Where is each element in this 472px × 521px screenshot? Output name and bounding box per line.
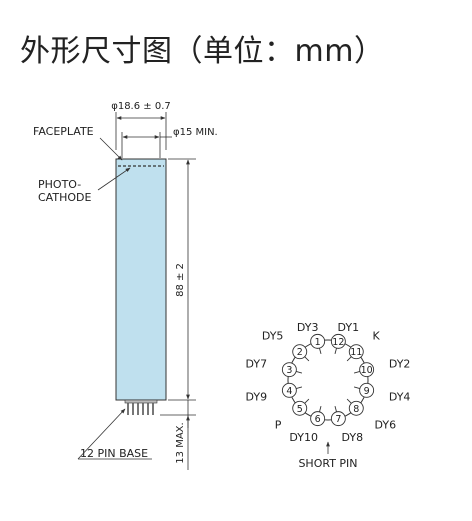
pin-label: DY3 xyxy=(297,321,319,334)
pin-circle xyxy=(348,400,364,416)
photocathode-label-1: PHOTO- xyxy=(38,178,81,191)
pin-label: DY10 xyxy=(289,431,318,444)
pin-lead xyxy=(353,371,360,374)
pin-number: 10 xyxy=(361,365,373,376)
pin-lead xyxy=(296,371,303,374)
pin-circle xyxy=(330,411,346,427)
pin-lead xyxy=(319,405,322,412)
tube-body xyxy=(115,158,167,401)
base-callout: 12 PIN BASE xyxy=(77,408,152,460)
pin-label: DY7 xyxy=(246,358,268,371)
pin-circle xyxy=(310,333,326,349)
pin-circle xyxy=(310,411,326,427)
pin-number: 9 xyxy=(364,386,370,397)
pin-lead xyxy=(346,356,352,362)
pin-number: 6 xyxy=(315,414,321,425)
pin-lead xyxy=(334,348,337,355)
pin-lead xyxy=(304,356,310,362)
pin-circle xyxy=(292,400,308,416)
pin-number: 4 xyxy=(286,386,292,397)
pin-lead xyxy=(304,398,310,404)
pin-number: 11 xyxy=(350,347,362,358)
pin-lead xyxy=(334,405,337,412)
pin-number: 5 xyxy=(297,404,303,415)
pin-number: 2 xyxy=(297,347,303,358)
pin-label: K xyxy=(373,329,381,342)
pin-label: DY5 xyxy=(262,329,284,342)
pin-circle xyxy=(359,362,375,378)
pin-label: DY8 xyxy=(342,431,364,444)
pin-lead xyxy=(319,348,322,355)
pin-circle xyxy=(281,362,297,378)
pin-label: DY1 xyxy=(338,321,360,334)
length-label: 88 ± 2 xyxy=(175,263,186,297)
pin-label: DY9 xyxy=(246,390,268,403)
pin-label: DY6 xyxy=(375,419,397,432)
pin-label: P xyxy=(275,419,282,432)
base-height-dimension: 13 MAX. xyxy=(160,400,196,470)
pin-lead xyxy=(353,386,360,389)
pin-number: 8 xyxy=(353,404,359,415)
pin-lead xyxy=(296,386,303,389)
short-pin-label: SHORT PIN xyxy=(298,457,357,470)
min-diameter-dimension: φ15 MIN. xyxy=(121,127,218,158)
pin-circle xyxy=(292,344,308,360)
pin-number: 12 xyxy=(332,337,344,348)
pin-number: 3 xyxy=(286,365,292,376)
base-height-label: 13 MAX. xyxy=(175,422,186,463)
pin-circle xyxy=(330,333,346,349)
photocathode-label-2: CATHODE xyxy=(38,191,91,204)
pin-number: 1 xyxy=(315,337,321,348)
pin-circle xyxy=(281,382,297,398)
photocathode-callout: PHOTO- CATHODE xyxy=(38,167,131,204)
min-diameter-label: φ15 MIN. xyxy=(173,127,218,138)
pin-circle xyxy=(359,382,375,398)
faceplate-label: FACEPLATE xyxy=(33,125,94,138)
pin-circle xyxy=(348,344,364,360)
diameter-dimension: φ18.6 ± 0.7 xyxy=(111,101,171,150)
pin-lead xyxy=(346,398,352,404)
base-outline xyxy=(287,339,369,421)
base-label: 12 PIN BASE xyxy=(80,447,148,460)
page-title: 外形尺寸图（单位：mm） xyxy=(20,34,385,69)
pin-number: 7 xyxy=(335,414,341,425)
diameter-label: φ18.6 ± 0.7 xyxy=(111,101,171,112)
pin-label: DY4 xyxy=(389,390,411,403)
pin-label: DY2 xyxy=(389,358,411,371)
base-pins xyxy=(124,399,158,415)
faceplate-callout: FACEPLATE xyxy=(33,125,123,161)
length-dimension: 88 ± 2 xyxy=(168,158,196,401)
